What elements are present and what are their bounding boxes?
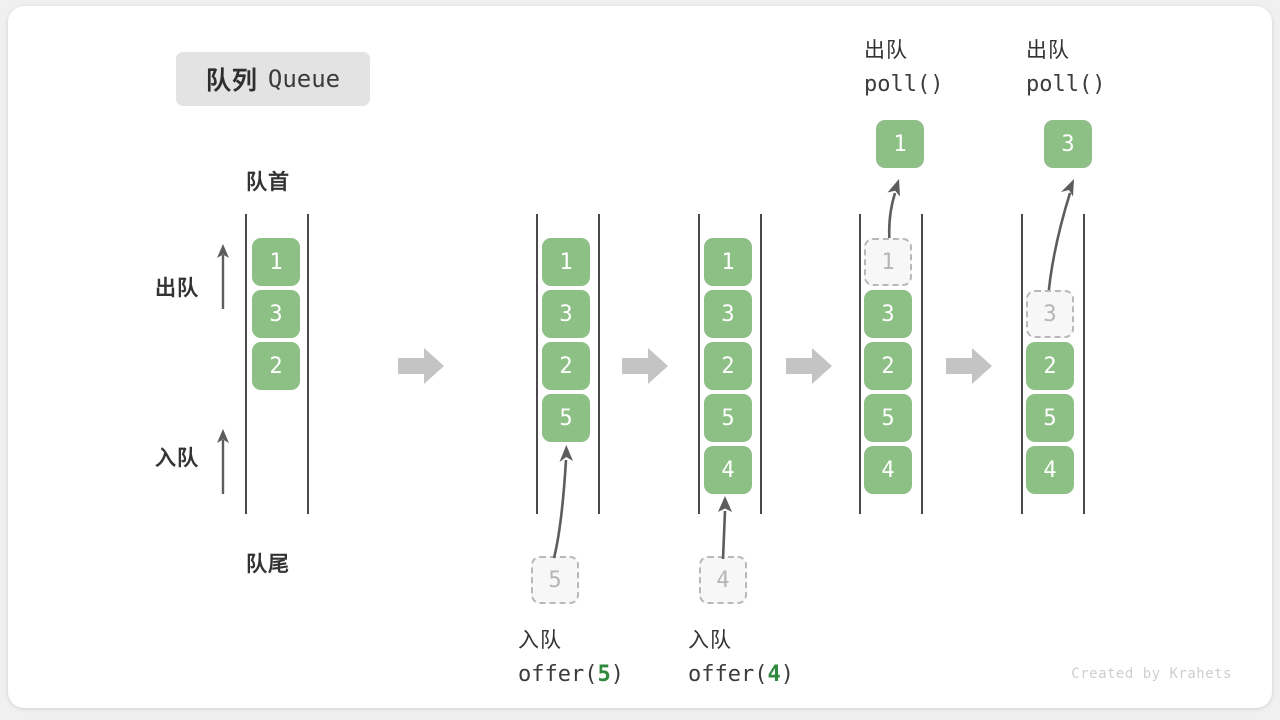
operation-name: 出队 [1026, 39, 1070, 62]
popped-cell: 3 [1044, 120, 1092, 168]
queue-cell: 5 [704, 394, 752, 442]
ghost-cell-incoming: 5 [531, 556, 579, 604]
step-arrow-icon [786, 348, 832, 384]
operation-label-offer-5: 入队 offer(5) [518, 624, 624, 692]
ghost-cell-removed: 1 [864, 238, 912, 286]
step-arrow-icon [398, 348, 444, 384]
queue-cell: 3 [542, 290, 590, 338]
operation-name: 出队 [864, 39, 908, 62]
operation-code: offer(5) [518, 662, 624, 687]
operation-label-poll-1: 出队 poll() [864, 34, 943, 102]
step-arrow-icon [946, 348, 992, 384]
operation-label-offer-4: 入队 offer(4) [688, 624, 794, 692]
label-queue-rear: 队尾 [246, 553, 290, 576]
operation-name: 入队 [518, 629, 562, 652]
queue-cell: 3 [864, 290, 912, 338]
queue-cell: 4 [1026, 446, 1074, 494]
rail-left [698, 214, 700, 514]
enqueue-motion-arrow-icon [718, 496, 732, 560]
label-enqueue: 入队 [155, 447, 199, 470]
enqueue-up-arrow-icon [217, 429, 229, 494]
queue-cell: 3 [704, 290, 752, 338]
step-arrow-icon [622, 348, 668, 384]
queue-cell: 4 [864, 446, 912, 494]
rail-right [307, 214, 309, 514]
queue-cell: 1 [704, 238, 752, 286]
queue-cell: 3 [252, 290, 300, 338]
popped-cell: 1 [876, 120, 924, 168]
operation-label-poll-3: 出队 poll() [1026, 34, 1105, 102]
queue-cell: 2 [542, 342, 590, 390]
queue-cell-new: 4 [704, 446, 752, 494]
rail-left [245, 214, 247, 514]
queue-cell: 2 [1026, 342, 1074, 390]
operation-code: poll() [1026, 72, 1106, 97]
rail-left [1021, 214, 1023, 514]
rail-left [859, 214, 861, 514]
ghost-cell-incoming: 4 [699, 556, 747, 604]
queue-cell: 5 [864, 394, 912, 442]
queue-cell: 2 [252, 342, 300, 390]
queue-cell: 5 [1026, 394, 1074, 442]
rail-left [536, 214, 538, 514]
dequeue-up-arrow-icon [217, 244, 229, 309]
operation-code: poll() [864, 72, 944, 97]
label-dequeue: 出队 [155, 277, 199, 300]
title-badge: 队列 Queue [176, 52, 370, 106]
queue-cell: 2 [704, 342, 752, 390]
rail-right [760, 214, 762, 514]
diagram-card: 队列 Queue 队首 队尾 出队 入队 1 3 2 [8, 6, 1272, 708]
title-chinese: 队列 [205, 67, 258, 95]
enqueue-motion-arrow-icon [552, 445, 573, 559]
dequeue-motion-arrow-icon [1046, 179, 1074, 300]
rail-right [921, 214, 923, 514]
queue-cell: 1 [542, 238, 590, 286]
queue-cell-new: 5 [542, 394, 590, 442]
label-queue-front: 队首 [246, 171, 290, 194]
queue-cell: 1 [252, 238, 300, 286]
rail-right [598, 214, 600, 514]
operation-name: 入队 [688, 629, 732, 652]
ghost-cell-removed: 3 [1026, 290, 1074, 338]
watermark: Created by Krahets [1071, 666, 1232, 682]
title-english: Queue [267, 65, 341, 93]
operation-code: offer(4) [688, 662, 794, 687]
rail-right [1083, 214, 1085, 514]
queue-cell: 2 [864, 342, 912, 390]
